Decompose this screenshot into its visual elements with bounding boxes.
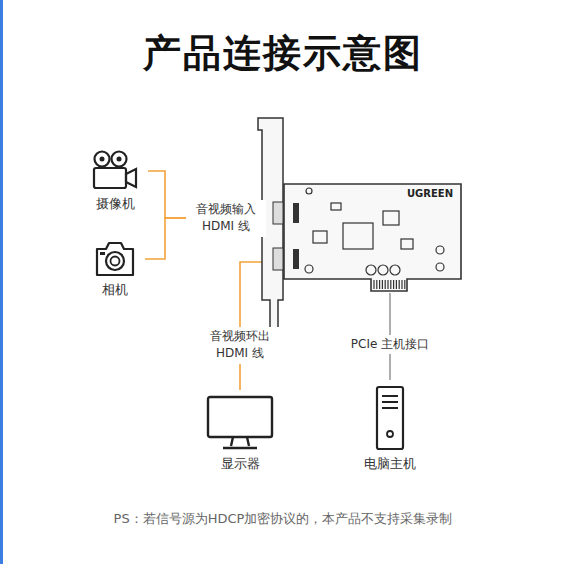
brand-mark: UGREEN bbox=[407, 187, 453, 200]
node-label: 电脑主机 bbox=[358, 456, 422, 473]
diagram-title: 产品连接示意图 bbox=[0, 28, 566, 79]
line-label: 音视频环出 HDMI 线 bbox=[200, 327, 280, 364]
camcorder-node: 摄像机 bbox=[80, 150, 150, 213]
node-icon bbox=[358, 384, 422, 452]
node-label: 相机 bbox=[80, 282, 150, 299]
node-icon bbox=[80, 240, 150, 278]
capture-card: UGREEN bbox=[283, 183, 463, 293]
node-icon bbox=[80, 150, 150, 192]
page-border bbox=[0, 0, 3, 564]
node-label: 显示器 bbox=[200, 456, 280, 473]
pc-node: 电脑主机 bbox=[358, 384, 422, 473]
monitor-node: 显示器 bbox=[200, 394, 280, 473]
line-label: 音视频输入 HDMI 线 bbox=[186, 200, 266, 237]
line-label: PCIe 主机接口 bbox=[337, 335, 443, 354]
node-label: 摄像机 bbox=[80, 196, 150, 213]
caption-note: PS：若信号源为HDCP加密协议的，本产品不支持采集录制 bbox=[0, 510, 566, 528]
camera-node: 相机 bbox=[80, 240, 150, 299]
node-icon bbox=[200, 394, 280, 452]
